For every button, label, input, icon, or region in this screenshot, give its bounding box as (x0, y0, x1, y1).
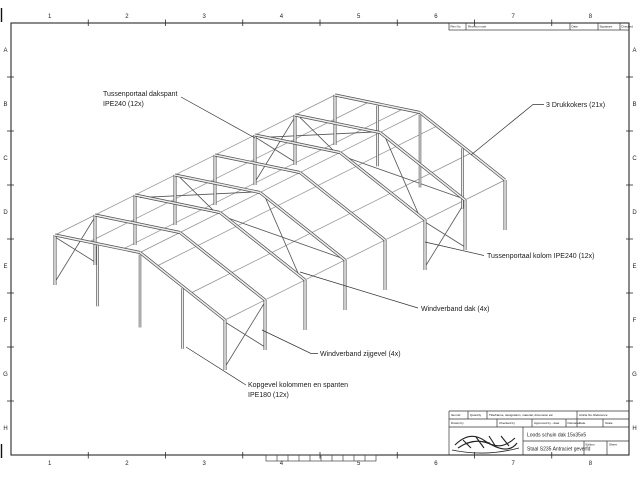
ruler-right-H: H (632, 426, 636, 432)
revision-col-revno: Rev No (451, 25, 461, 29)
tb-label-approved: Approved by - date (534, 421, 560, 425)
ruler-right-B: B (632, 102, 636, 108)
ruler-left-C: C (3, 156, 8, 162)
ruler-bottom-1: 1 (48, 461, 52, 467)
ruler-bottom-6: 6 (434, 461, 438, 467)
ruler-right-A: A (632, 48, 636, 54)
ruler-right-F: F (633, 318, 637, 324)
revision-col-check: Checked (621, 25, 633, 29)
ruler-left-F: F (4, 318, 8, 324)
ruler-left-B: B (3, 102, 7, 108)
portal-frames (53, 93, 507, 370)
ruler-left-A: A (3, 48, 7, 54)
ruler-bottom-4: 4 (280, 461, 284, 467)
steel-structure-drawing (53, 93, 507, 370)
ruler-left-G: G (3, 372, 8, 378)
annotation-dakspant: Tussenportaal dakspant IPE240 (12x) (103, 91, 256, 139)
tb-label-drawn: Drawn by (451, 421, 464, 425)
ruler-left-E: E (3, 264, 7, 270)
annotation-dakspant-line2: IPE240 (12x) (103, 101, 144, 108)
annotation-windverband-dak: Windverband dak (4x) (299, 271, 489, 313)
drawing-title: Loods schuin dak 15x35x5 (527, 433, 586, 439)
ruler-top-6: 6 (434, 14, 438, 20)
annotation-kopgevel: Kopgevel kolommen en spanten IPE180 (12x… (185, 346, 348, 399)
annotation-kolom-line1: Tussenportaal kolom IPE240 (12x) (487, 253, 595, 260)
ruler-left-D: D (3, 210, 8, 216)
revision-col-date: Date (572, 25, 579, 29)
wind-bracing (54, 116, 466, 368)
tb-label-edition: Edition (586, 443, 596, 447)
ruler-bottom-3: 3 (202, 461, 206, 467)
ruler-top-3: 3 (202, 14, 206, 20)
tb-label-article: Article No./Reference (579, 413, 608, 417)
ruler-top-2: 2 (125, 14, 129, 20)
annotation-dakspant-line1: Tussenportaal dakspant (103, 91, 178, 98)
annotation-windverband-dak-line1: Windverband dak (4x) (421, 306, 489, 313)
annotation-kopgevel-line1: Kopgevel kolommen en spanten (248, 382, 348, 389)
annotation-drukkokers: 3 Drukkokers (21x) (470, 102, 605, 156)
tb-label-quantity: Quantity (470, 413, 482, 417)
scale-bar-strip (265, 454, 377, 462)
tb-label-title: Title/Name, designation, material, dimen… (489, 413, 553, 417)
ruler-top-7: 7 (511, 14, 515, 20)
tb-label-filename: Filename (568, 421, 581, 425)
ruler-right-E: E (632, 264, 636, 270)
ruler-bottom-8: 8 (589, 461, 593, 467)
ruler-bottom-7: 7 (511, 461, 515, 467)
drawing-material: Staal S235 Antraciet geverfd (527, 447, 591, 453)
ruler-top-4: 4 (280, 14, 284, 20)
annotation-drukkokers-line1: 3 Drukkokers (21x) (546, 102, 605, 109)
revision-col-sign: Signature (600, 25, 613, 29)
company-logo (451, 435, 520, 454)
revision-table: Rev No Revision note Date Signature Chec… (448, 22, 633, 31)
title-block: Itemref Quantity Title/Name, designation… (448, 410, 629, 455)
annotation-kopgevel-line2: IPE180 (12x) (248, 392, 289, 399)
ruler-top-5: 5 (357, 14, 361, 20)
revision-col-note: Revision note (468, 25, 487, 29)
ruler-top-1: 1 (48, 14, 52, 20)
ruler-bottom-5: 5 (357, 461, 361, 467)
ruler-right-C: C (632, 156, 637, 162)
tb-label-itemref: Itemref (451, 413, 461, 417)
ruler-right-D: D (632, 210, 637, 216)
annotation-kolom: Tussenportaal kolom IPE240 (12x) (424, 241, 595, 260)
ruler-left-H: H (3, 426, 7, 432)
tb-label-date: Date (579, 421, 586, 425)
tb-label-scale: Scale (605, 421, 613, 425)
ruler-bottom-2: 2 (125, 461, 129, 467)
tb-label-sheet: Sheet (609, 443, 617, 447)
annotation-windverband-zijgevel-line1: Windverband zijgevel (4x) (320, 351, 401, 358)
ruler-right-G: G (632, 372, 637, 378)
annotation-windverband-zijgevel: Windverband zijgevel (4x) (261, 329, 401, 358)
tb-label-checked: Checked by (499, 421, 515, 425)
ruler-top-8: 8 (589, 14, 593, 20)
